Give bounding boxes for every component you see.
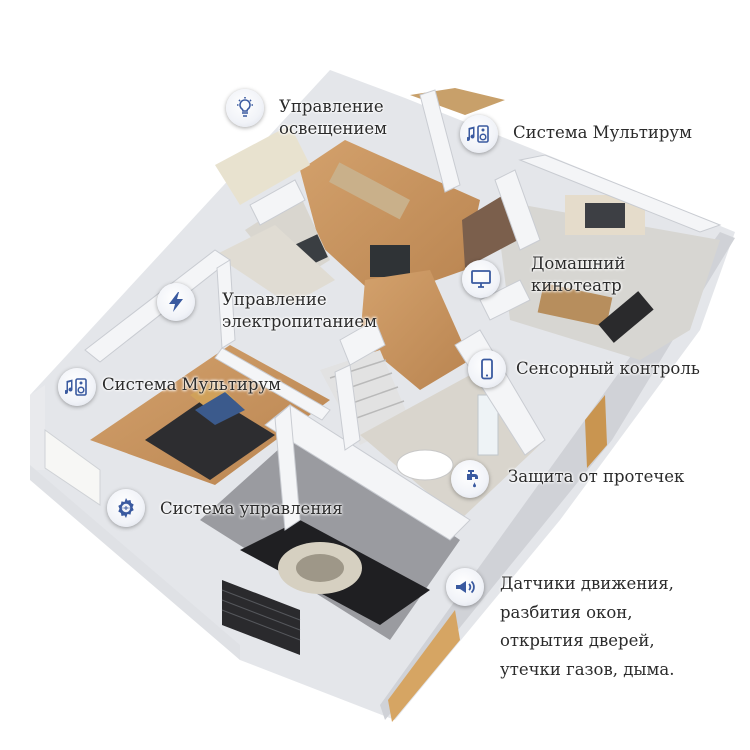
theater-sofa bbox=[598, 291, 654, 343]
lighting-label-line-1: Управление bbox=[279, 97, 384, 116]
touch-control-badge[interactable] bbox=[468, 350, 506, 388]
smartphone-icon bbox=[481, 358, 493, 380]
leak-protection-label-text: Защита от протечек bbox=[508, 467, 685, 486]
home-theater-label-line-2: кинотеатр bbox=[531, 276, 622, 295]
multiroom-left-badge[interactable] bbox=[58, 368, 96, 406]
sensors-label-line-2: разбития окон, bbox=[500, 602, 633, 622]
bed-pillow bbox=[195, 392, 245, 425]
power-badge[interactable] bbox=[157, 283, 195, 321]
control-system-badge[interactable] bbox=[107, 489, 145, 527]
outer-wall-front bbox=[30, 465, 240, 660]
terrace-left bbox=[215, 125, 310, 205]
siren-icon bbox=[456, 580, 475, 594]
multiroom-top-label: Система Мультирум bbox=[513, 122, 692, 144]
bathtub bbox=[396, 449, 454, 481]
touch-control-label: Сенсорный контроль bbox=[516, 358, 700, 380]
multiroom-top-label-text: Система Мультирум bbox=[513, 123, 692, 142]
outer-wall-left bbox=[30, 385, 45, 470]
control-system-label-text: Система управления bbox=[160, 499, 343, 518]
car bbox=[240, 520, 430, 625]
lighting-label-line-2: освещением bbox=[279, 119, 387, 138]
wooden-door-right-2 bbox=[585, 395, 607, 468]
kitchen-island bbox=[370, 245, 410, 277]
multiroom-left-label-text: Система Мультирум bbox=[102, 375, 281, 394]
dining-table bbox=[329, 162, 411, 220]
power-label-line-2: электропитанием bbox=[222, 312, 377, 331]
interior-walls bbox=[84, 89, 722, 541]
multiroom-left-label: Система Мультирум bbox=[102, 374, 281, 396]
leak-protection-label: Защита от протечек bbox=[508, 466, 684, 488]
hallway-floor bbox=[360, 270, 470, 390]
gear-icon bbox=[118, 498, 134, 518]
front-window bbox=[44, 429, 101, 506]
multiroom-top-badge[interactable] bbox=[460, 115, 498, 153]
lighting-badge[interactable] bbox=[226, 89, 264, 127]
window-glass bbox=[585, 203, 625, 228]
sensors-label-line-4: утечки газов, дыма. bbox=[500, 659, 675, 679]
faucet-icon bbox=[467, 470, 478, 488]
garage-door-slats bbox=[221, 589, 301, 641]
power-label: Управление электропитанием bbox=[222, 289, 377, 333]
bed bbox=[145, 395, 275, 480]
sensors-label-line-3: открытия дверей, bbox=[500, 631, 655, 650]
sensors-badge[interactable] bbox=[446, 568, 484, 606]
theater-screen bbox=[462, 188, 518, 268]
speaker-note-icon bbox=[65, 378, 87, 396]
sensors-label: Датчики движения, разбития окон, открыти… bbox=[500, 570, 674, 684]
wooden-door-right bbox=[388, 610, 460, 722]
home-theater-label: Домашний кинотеатр bbox=[531, 253, 625, 297]
speaker-note-icon bbox=[467, 125, 489, 143]
home-theater-badge[interactable] bbox=[462, 260, 500, 298]
theater-floor bbox=[495, 200, 720, 360]
monitor-icon bbox=[471, 270, 491, 288]
lightning-icon bbox=[169, 292, 183, 312]
touch-control-label-text: Сенсорный контроль bbox=[516, 359, 700, 378]
theater-rug bbox=[537, 283, 613, 327]
home-theater-label-line-1: Домашний bbox=[531, 254, 626, 273]
power-label-line-1: Управление bbox=[222, 290, 327, 309]
control-system-label: Система управления bbox=[160, 498, 343, 520]
lightbulb-icon bbox=[237, 97, 253, 117]
lighting-label: Управление освещением bbox=[279, 96, 387, 140]
garage-door bbox=[222, 580, 300, 655]
leak-protection-badge[interactable] bbox=[451, 460, 489, 498]
utility-floor bbox=[215, 225, 335, 305]
sensors-label-line-1: Датчики движения, bbox=[500, 574, 674, 593]
